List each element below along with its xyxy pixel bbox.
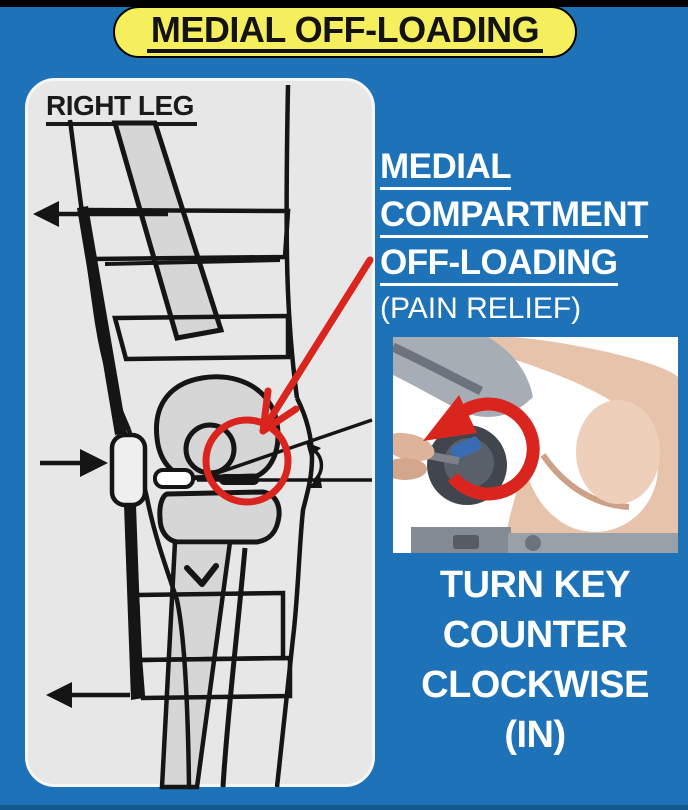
condyle-pad bbox=[109, 432, 148, 508]
knee-brace-photo-graphic bbox=[383, 337, 678, 553]
brace-upright-upper bbox=[77, 206, 127, 435]
fibula bbox=[220, 547, 248, 788]
brace-upright-lower bbox=[124, 505, 143, 700]
callout-text: MEDIAL COMPARTMENT OFF-LOADING (PAIN REL… bbox=[380, 143, 649, 331]
knee-highlight bbox=[576, 400, 660, 504]
knee-crease bbox=[540, 453, 630, 510]
left-arrow-bottom-icon bbox=[46, 682, 130, 708]
callout-line-1: MEDIAL bbox=[380, 143, 648, 191]
finger-lower bbox=[383, 458, 427, 480]
calf-mark bbox=[184, 563, 219, 587]
right-arrow-icon bbox=[40, 449, 108, 477]
page-title: MEDIAL OFF-LOADING bbox=[146, 10, 544, 54]
brace-shell-edge bbox=[391, 342, 484, 396]
callout-subtitle: (PAIN RELIEF) bbox=[380, 292, 582, 325]
instruction-line-1: TURN KEY bbox=[439, 564, 631, 606]
medial-joint-highlight-circle bbox=[202, 416, 292, 506]
finger-upper bbox=[383, 432, 435, 462]
callout-line-3: OFF-LOADING bbox=[380, 239, 648, 287]
counter-clockwise-arrow-icon bbox=[423, 395, 540, 501]
leg-diagram-panel: RIGHT LEG bbox=[25, 78, 375, 790]
title-banner: MEDIAL OFF-LOADING bbox=[113, 6, 577, 58]
leg-skin bbox=[443, 337, 678, 553]
shin-strap-photo bbox=[508, 533, 678, 553]
strap-buckle-2 bbox=[525, 535, 541, 551]
instruction-line-2: COUNTER bbox=[442, 614, 628, 656]
thigh-strap-line bbox=[104, 258, 281, 266]
instruction-text: TURN KEY COUNTER CLOCKWISE (IN) bbox=[385, 560, 685, 760]
left-arrow-top-icon bbox=[33, 201, 168, 227]
angle-arc-icon bbox=[306, 442, 324, 488]
meniscus-lateral bbox=[153, 468, 195, 489]
adjustment-key bbox=[450, 436, 482, 460]
top-border bbox=[0, 0, 688, 7]
callout-line-2: COMPARTMENT bbox=[380, 191, 649, 239]
red-pointer-arrow-icon bbox=[259, 256, 374, 435]
thigh-strap-lower bbox=[112, 313, 291, 362]
instruction-line-4: (IN) bbox=[504, 714, 566, 756]
instruction-line-3: CLOCKWISE bbox=[421, 664, 649, 706]
strap-buckle-1 bbox=[453, 535, 479, 549]
bottom-edge bbox=[0, 805, 688, 810]
femur-shaft bbox=[111, 120, 225, 341]
knee-brace-photo bbox=[383, 337, 678, 553]
right-leg-diagram bbox=[33, 84, 374, 790]
